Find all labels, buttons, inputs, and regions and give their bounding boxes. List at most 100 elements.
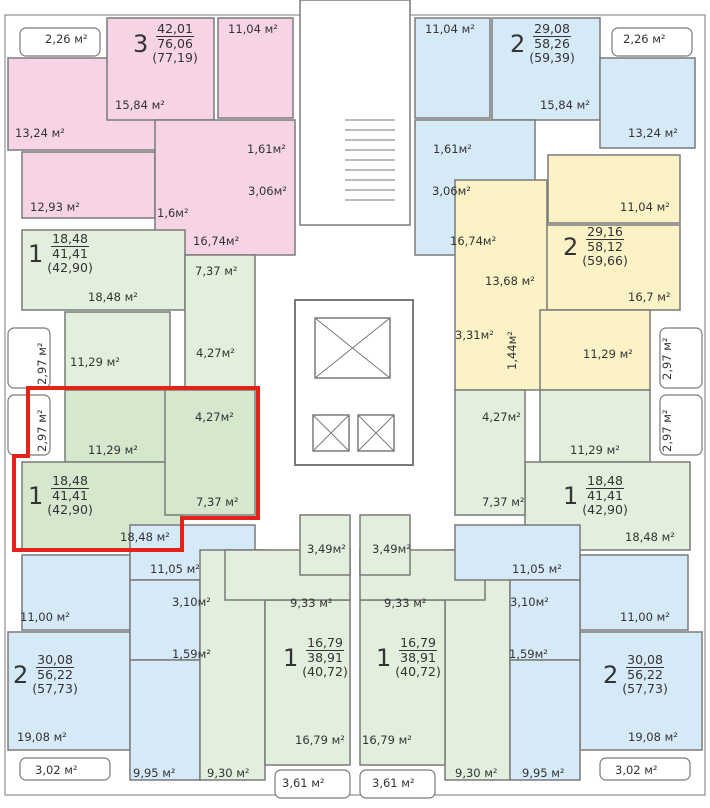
total-area: 56,22 [37, 667, 73, 682]
room-area-label: 2,97 м² [35, 342, 49, 385]
room-green-left-selected[interactable] [164, 389, 256, 516]
room-green-bottom-center-right[interactable] [359, 599, 446, 766]
room-area-label: 11,05 м² [512, 562, 562, 576]
room-blue-bottom-right[interactable] [579, 554, 689, 631]
room-blue-bottom-left[interactable] [7, 631, 131, 751]
elevator-cross-icon [357, 414, 395, 452]
room-area-label: 9,30 м² [207, 766, 250, 780]
room-count: 1 [28, 481, 44, 510]
room-yellow-right[interactable] [454, 179, 548, 391]
room-blue-bottom-right[interactable] [509, 659, 581, 781]
room-green-bottom-center-left[interactable] [299, 514, 351, 576]
room-area-label: 12,93 м² [30, 200, 80, 214]
balcony [599, 757, 691, 781]
room-area-label: 9,33 м² [290, 596, 333, 610]
room-pink-3room[interactable] [21, 151, 156, 219]
total-area: 58,12 [587, 239, 623, 254]
room-count: 2 [603, 660, 619, 689]
room-green-right[interactable] [539, 389, 651, 463]
balcony [659, 394, 703, 456]
room-area-label: 3,06м² [248, 184, 287, 198]
room-blue-bottom-right[interactable] [454, 524, 581, 581]
room-green-left-top[interactable] [184, 254, 256, 389]
total-area: 41,41 [52, 246, 88, 261]
room-area-label: 19,08 м² [17, 730, 67, 744]
total-area-with-balcony: (59,66) [582, 253, 628, 268]
room-blue-top-right[interactable] [414, 17, 491, 119]
room-area-label: 2,97 м² [35, 409, 49, 452]
room-area-label: 11,29 м² [88, 443, 138, 457]
room-blue-bottom-left[interactable] [129, 659, 201, 781]
total-area-with-balcony: (40,72) [302, 664, 348, 679]
room-count: 2 [13, 660, 29, 689]
room-area-label: 3,49м² [372, 542, 411, 556]
total-area-with-balcony: (59,39) [529, 50, 575, 65]
room-pink-3room[interactable] [217, 17, 294, 119]
living-area: 18,48 [51, 473, 89, 489]
room-blue-top-right[interactable] [599, 57, 696, 149]
room-area-label: 7,37 м² [195, 264, 238, 278]
room-blue-bottom-left[interactable] [129, 579, 201, 661]
room-area-label: 3,06м² [432, 184, 471, 198]
room-area-label: 16,79 м² [295, 733, 345, 747]
room-area-label: 9,33 м² [384, 596, 427, 610]
total-area: 41,41 [52, 488, 88, 503]
room-green-left-top[interactable] [64, 311, 171, 389]
living-area: 42,01 [156, 21, 194, 37]
balcony [659, 327, 703, 389]
room-green-right[interactable] [454, 389, 526, 516]
room-area-label: 7,37 м² [482, 495, 525, 509]
room-blue-top-right[interactable] [491, 17, 601, 121]
room-blue-bottom-right[interactable] [509, 579, 581, 661]
room-count: 1 [283, 643, 299, 672]
room-area-label: 3,31м² [455, 328, 494, 342]
room-area-label: 3,61 м² [372, 776, 415, 790]
room-area-label: 9,95 м² [133, 766, 176, 780]
room-green-left-selected[interactable] [64, 389, 171, 463]
room-area-label: 11,04 м² [228, 22, 278, 36]
total-area: 56,22 [627, 667, 663, 682]
room-count: 2 [510, 29, 526, 58]
living-area: 18,48 [51, 231, 89, 247]
total-area-with-balcony: (42,90) [47, 260, 93, 275]
room-yellow-right[interactable] [547, 154, 681, 224]
room-area-label: 3,49м² [307, 542, 346, 556]
room-area-label: 1,59м² [509, 647, 548, 661]
room-area-label: 18,48 м² [625, 530, 675, 544]
room-area-label: 18,48 м² [120, 530, 170, 544]
balcony [611, 27, 693, 57]
room-area-label: 1,61м² [433, 142, 472, 156]
room-area-label: 2,97 м² [660, 337, 674, 380]
elevator-cross-icon [314, 317, 391, 379]
selected-apartment-outline[interactable] [12, 386, 260, 552]
room-green-bottom-center-left[interactable] [264, 599, 351, 766]
living-area: 29,16 [586, 224, 624, 240]
balcony [359, 769, 436, 799]
room-green-bottom-center-right[interactable] [359, 514, 411, 576]
room-count: 3 [133, 29, 149, 58]
room-blue-bottom-right[interactable] [579, 631, 703, 751]
total-area: 76,06 [157, 36, 193, 51]
total-area-with-balcony: (42,90) [582, 502, 628, 517]
room-yellow-right[interactable] [539, 309, 651, 391]
room-area-label: 16,74м² [450, 234, 497, 248]
stairwell [299, 0, 411, 226]
room-pink-3room[interactable] [106, 17, 215, 121]
elevator-cross-icon [312, 414, 350, 452]
